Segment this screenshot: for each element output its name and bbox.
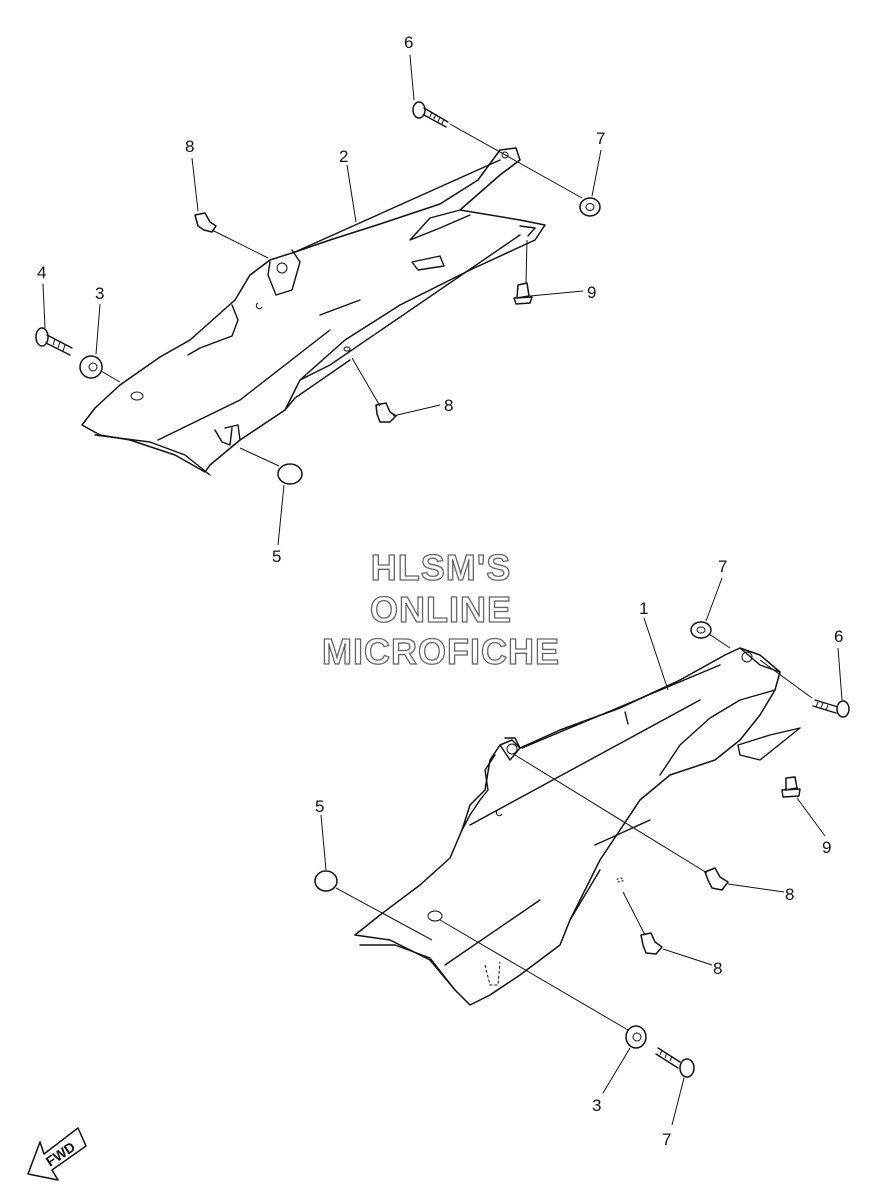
callout-upper-9: 9	[587, 283, 596, 302]
side-cover-lower	[354, 647, 801, 1006]
grommet-5-lower	[314, 870, 338, 892]
nut-9-lower	[781, 776, 801, 798]
callout-lower-5: 5	[315, 797, 324, 816]
watermark-line-1: HLSM'S	[371, 547, 512, 588]
callout-lower-8b: 8	[713, 959, 722, 978]
clip-8-lower-upper	[704, 867, 729, 891]
leader-lines-lower	[320, 577, 843, 1126]
callout-lower-1: 1	[639, 599, 648, 618]
bolt-4-upper	[35, 327, 73, 356]
side-cover-upper	[81, 147, 546, 476]
callout-labels-lower: 7 1 6 9 5 8 8 3 7	[315, 557, 843, 1149]
clip-8-upper-left	[194, 212, 217, 233]
bolt-6-lower	[812, 699, 850, 718]
grommet-3-lower	[625, 1025, 647, 1049]
fwd-arrow-icon: FWD	[27, 1127, 87, 1181]
callout-upper-4: 4	[37, 263, 46, 282]
callout-lower-3: 3	[592, 1096, 601, 1115]
callout-lower-8a: 8	[785, 885, 794, 904]
grommet-5-upper	[277, 463, 303, 485]
watermark: HLSM'S ONLINE MICROFICHE	[321, 546, 560, 672]
callout-upper-3: 3	[95, 284, 104, 303]
watermark-line-2: ONLINE	[370, 589, 512, 630]
bolt-6-upper	[412, 101, 449, 128]
callout-labels-upper: 6 8 2 7 4 3 9 8 5	[37, 33, 605, 566]
callout-upper-6: 6	[404, 33, 413, 52]
leader-lines-upper	[42, 54, 602, 546]
callout-upper-2: 2	[339, 147, 348, 166]
nut-9-upper	[513, 282, 533, 305]
callout-lower-6: 6	[834, 627, 843, 646]
callout-upper-8a: 8	[185, 137, 194, 156]
callout-upper-8b: 8	[444, 396, 453, 415]
callout-upper-7: 7	[596, 129, 605, 148]
bolt-7-lower	[655, 1047, 695, 1078]
callout-lower-9: 9	[822, 838, 831, 857]
watermark-line-3: MICROFICHE	[322, 631, 560, 672]
callout-upper-5: 5	[272, 547, 281, 566]
clip-8-upper-right	[375, 402, 397, 423]
callout-lower-7b: 7	[662, 1130, 671, 1149]
grommet-3-upper	[79, 355, 103, 379]
clip-8-lower-lower	[640, 932, 663, 955]
nut-7-upper	[579, 197, 601, 217]
nut-7-lower-top	[690, 621, 712, 639]
callout-lower-7a: 7	[718, 557, 727, 576]
